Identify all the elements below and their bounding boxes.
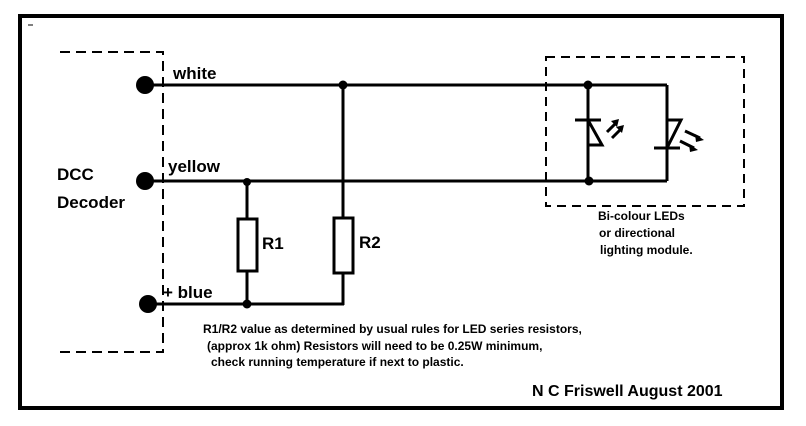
junction-led-top — [583, 80, 593, 90]
label-yellow: yellow — [168, 157, 221, 176]
junction-r1-blue — [242, 299, 252, 309]
led-caption-line2: or directional — [599, 226, 675, 240]
junction-led-bottom — [584, 176, 594, 186]
led-module-box — [545, 56, 745, 207]
label-r1: R1 — [262, 234, 284, 253]
resistor-r2 — [332, 216, 355, 275]
led-caption-line3: lighting module. — [600, 243, 693, 257]
led-2-icon — [654, 118, 704, 152]
note-line3: check running temperature if next to pla… — [211, 355, 464, 369]
resistor-r1 — [236, 217, 259, 273]
note-line1: R1/R2 value as determined by usual rules… — [203, 322, 582, 336]
note-line2: (approx 1k ohm) Resistors will need to b… — [207, 339, 542, 353]
junction-r1-yellow — [243, 178, 251, 186]
label-blue: + blue — [163, 283, 213, 302]
signature: N C Friswell August 2001 — [532, 383, 723, 400]
decoder-label-line2: Decoder — [57, 193, 125, 212]
terminal-yellow — [136, 172, 154, 190]
terminal-blue — [139, 295, 157, 313]
outer-frame — [18, 14, 784, 410]
label-white: white — [172, 64, 216, 83]
decoder-label-line1: DCC — [57, 165, 94, 184]
label-r2: R2 — [359, 233, 381, 252]
junction-r2-white — [338, 80, 348, 90]
terminal-white — [136, 76, 154, 94]
led-caption-line1: Bi-colour LEDs — [598, 209, 685, 223]
decoder-box — [60, 51, 164, 353]
led-1-icon — [575, 118, 624, 147]
